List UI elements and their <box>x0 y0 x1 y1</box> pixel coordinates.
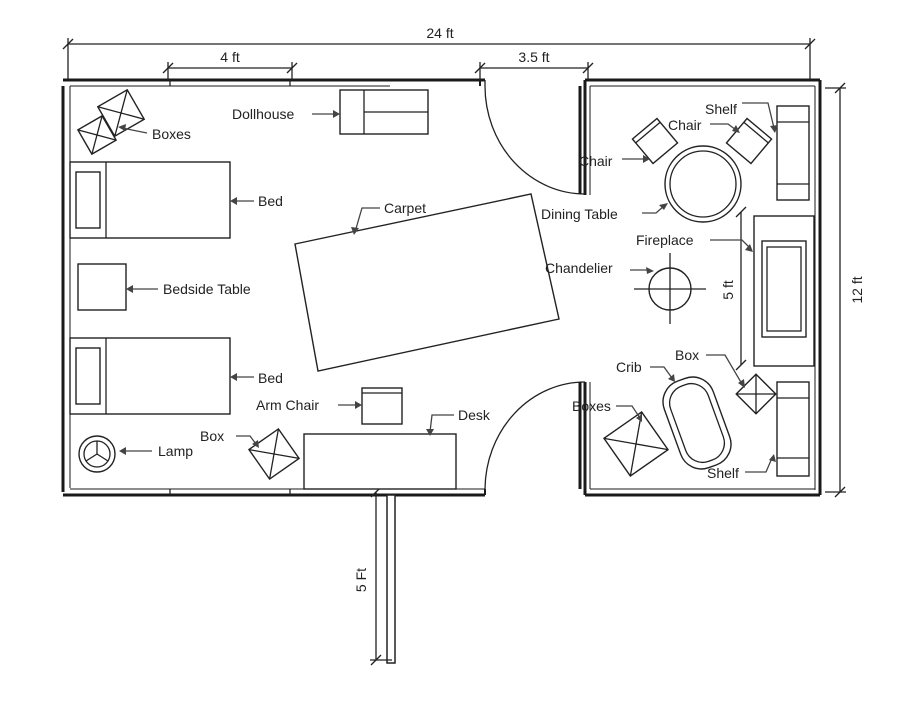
svg-text:Crib: Crib <box>616 359 642 375</box>
dimension-window: 4 ft <box>162 49 298 80</box>
shelf-bottom <box>776 381 810 477</box>
bed-bottom <box>69 337 231 415</box>
walls <box>61 78 822 664</box>
svg-text:Dollhouse: Dollhouse <box>232 106 294 122</box>
svg-text:Chandelier: Chandelier <box>545 260 613 276</box>
dimension-bottom-wall: 5 Ft <box>353 486 392 666</box>
label-dining-table: Dining Table <box>541 203 668 222</box>
bed-top <box>69 161 231 239</box>
crib <box>662 376 732 470</box>
svg-text:Fireplace: Fireplace <box>636 232 694 248</box>
dimension-door: 3.5 ft <box>474 49 594 80</box>
dollhouse <box>339 89 429 135</box>
box-right <box>735 373 777 415</box>
svg-text:Lamp: Lamp <box>158 443 193 459</box>
svg-text:Chair: Chair <box>579 153 613 169</box>
chair-left <box>631 117 679 165</box>
label-chair-top: Chair <box>668 117 740 133</box>
dimension-fireplace: 5 ft <box>720 206 747 371</box>
dim-right-height: 12 ft <box>849 276 865 303</box>
bedside-table <box>77 263 127 311</box>
fireplace <box>753 215 815 367</box>
carpet <box>294 193 560 372</box>
label-arm-chair: Arm Chair <box>256 397 362 413</box>
label-fireplace: Fireplace <box>636 232 753 252</box>
label-dollhouse: Dollhouse <box>232 106 340 122</box>
chandelier <box>634 253 706 324</box>
dim-bottom-wall: 5 Ft <box>353 568 369 592</box>
door-bottom <box>484 381 586 490</box>
label-boxes-right: Boxes <box>572 398 642 422</box>
dim-fireplace: 5 ft <box>720 280 736 300</box>
label-box-right: Box <box>675 347 745 388</box>
label-boxes-top-left: Boxes <box>118 124 191 142</box>
svg-text:Boxes: Boxes <box>572 398 611 414</box>
label-shelf-top: Shelf <box>705 101 778 133</box>
svg-text:Bedside Table: Bedside Table <box>163 281 251 297</box>
label-lamp: Lamp <box>119 443 193 459</box>
shelf-top <box>776 105 810 201</box>
svg-text:Box: Box <box>200 428 224 444</box>
dimension-overall-width: 24 ft <box>62 25 816 80</box>
chair-top <box>725 117 773 165</box>
svg-text:Box: Box <box>675 347 699 363</box>
svg-text:Shelf: Shelf <box>705 101 737 117</box>
svg-text:Bed: Bed <box>258 370 283 386</box>
label-chandelier: Chandelier <box>545 260 654 276</box>
label-crib: Crib <box>616 359 675 382</box>
label-carpet: Carpet <box>351 200 426 235</box>
svg-text:Shelf: Shelf <box>707 465 739 481</box>
label-shelf-bottom: Shelf <box>707 454 776 481</box>
svg-text:Boxes: Boxes <box>152 126 191 142</box>
svg-text:Arm Chair: Arm Chair <box>256 397 319 413</box>
lamp <box>78 435 116 473</box>
dim-window: 4 ft <box>220 49 240 65</box>
svg-text:Bed: Bed <box>258 193 283 209</box>
boxes-top-left <box>76 88 146 156</box>
dim-overall-width: 24 ft <box>426 25 453 41</box>
label-desk: Desk <box>426 407 491 436</box>
door-top <box>484 80 586 195</box>
arm-chair <box>361 387 403 425</box>
svg-text:Desk: Desk <box>458 407 491 423</box>
label-chair-left: Chair <box>579 153 650 169</box>
svg-text:Carpet: Carpet <box>384 200 426 216</box>
dimension-right-height: 12 ft <box>825 82 865 498</box>
label-box-bottom: Box <box>200 428 259 448</box>
svg-text:Chair: Chair <box>668 117 702 133</box>
boxes-right <box>602 410 670 478</box>
dim-door: 3.5 ft <box>518 49 549 65</box>
dining-table <box>664 145 742 223</box>
box-bottom <box>247 427 301 481</box>
label-bed-bottom: Bed <box>230 370 283 386</box>
desk <box>303 433 457 490</box>
svg-text:Dining Table: Dining Table <box>541 206 618 222</box>
label-bedside-table: Bedside Table <box>126 281 251 297</box>
label-bed-top: Bed <box>230 193 283 209</box>
